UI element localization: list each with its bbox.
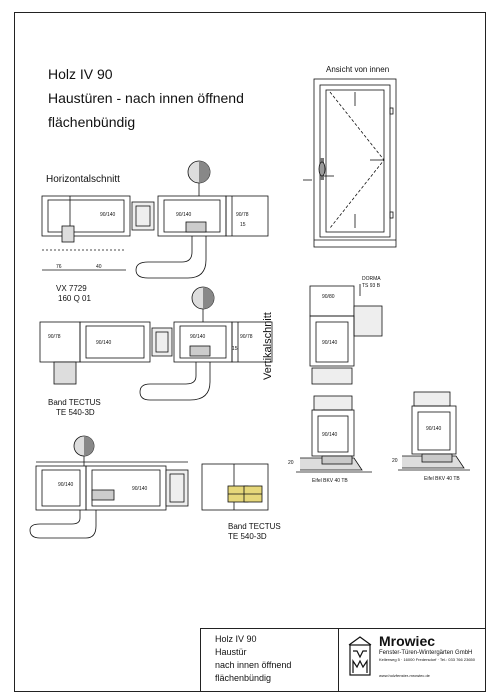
- dim-15-b: 15: [232, 346, 238, 352]
- vertikalschnitt-label: Vertikalschnitt: [262, 312, 274, 380]
- tb-line-1: Holz IV 90: [215, 634, 257, 644]
- band-label-2a: Band TECTUS: [228, 522, 281, 531]
- vertical-section-upper: [309, 284, 383, 385]
- drawing-sheet: [14, 12, 486, 692]
- eifel-label-1: Eifel BKV 40 TB: [312, 478, 348, 484]
- door-elevation: [303, 78, 397, 248]
- vx-label-2: 160 Q 01: [58, 294, 91, 303]
- dim-40: 40: [96, 264, 102, 270]
- dim-90140-f: 90/140: [132, 486, 148, 492]
- dim-15-a: 15: [240, 222, 246, 228]
- company-web: www.holzfenster-mrowiec.de: [379, 673, 430, 678]
- eifel-label-2: Eifel BKV 40 TB: [424, 476, 460, 482]
- dim-9078-a: 90/78: [236, 212, 249, 218]
- dim-20-b: 20: [392, 458, 398, 464]
- section-2: [39, 286, 273, 401]
- dim-90140-d: 90/140: [190, 334, 206, 340]
- vertical-section-lower-right: [398, 391, 470, 471]
- tectus-detail: [201, 463, 269, 511]
- company-name: Mrowiec: [379, 633, 436, 649]
- tb-line-2: Haustür: [215, 647, 247, 657]
- band-label-1a: Band TECTUS: [48, 398, 101, 407]
- company-address: Kellerweg 5 · 16000 Fredersdorf · Tel.: …: [379, 657, 475, 662]
- title-block-text: Holz IV 90 Haustür nach innen öffnend fl…: [201, 629, 339, 692]
- title-line-3: flächenbündig: [48, 114, 136, 130]
- dim-9078-b: 90/78: [48, 334, 61, 340]
- vx-label-1: VX 7729: [56, 284, 87, 293]
- company-info: Mrowiec Fenster-Türen-Wintergärten GmbH …: [379, 633, 475, 679]
- dim-90140-a: 90/140: [100, 212, 116, 218]
- dim-90140-h: 90/140: [322, 432, 338, 438]
- ansicht-label: Ansicht von innen: [326, 65, 390, 74]
- dim-90140-c: 90/140: [96, 340, 112, 346]
- band-label-1b: TE 540-3D: [56, 408, 95, 417]
- title-line-1: Holz IV 90: [48, 66, 113, 82]
- title-block: Holz IV 90 Haustür nach innen öffnend fl…: [200, 628, 486, 692]
- dim-76: 76: [56, 264, 62, 270]
- band-label-2b: TE 540-3D: [228, 532, 267, 541]
- horizontalschnitt-label: Horizontalschnitt: [46, 174, 120, 185]
- vertical-section-lower-left: [296, 395, 372, 473]
- dim-20-a: 20: [288, 460, 294, 466]
- dim-90140-b: 90/140: [176, 212, 192, 218]
- dorma-label-2: TS 93 B: [362, 283, 381, 289]
- company-logo-icon: [348, 636, 372, 676]
- dim-90140-i: 90/140: [426, 426, 442, 432]
- section-3: [29, 435, 189, 539]
- dim-9080: 90/80: [322, 294, 335, 300]
- title-line-2: Haustüren - nach innen öffnend: [48, 90, 244, 106]
- company-sub: Fenster-Türen-Wintergärten GmbH: [379, 650, 473, 656]
- section-1: [41, 160, 269, 279]
- dorma-label-1: DORMA: [362, 276, 381, 282]
- tb-line-3: nach innen öffnend: [215, 660, 292, 670]
- tb-line-4: flächenbündig: [215, 673, 272, 683]
- dim-90140-g: 90/140: [322, 340, 338, 346]
- dim-90140-e: 90/140: [58, 482, 74, 488]
- dim-9078-c: 90/78: [240, 334, 253, 340]
